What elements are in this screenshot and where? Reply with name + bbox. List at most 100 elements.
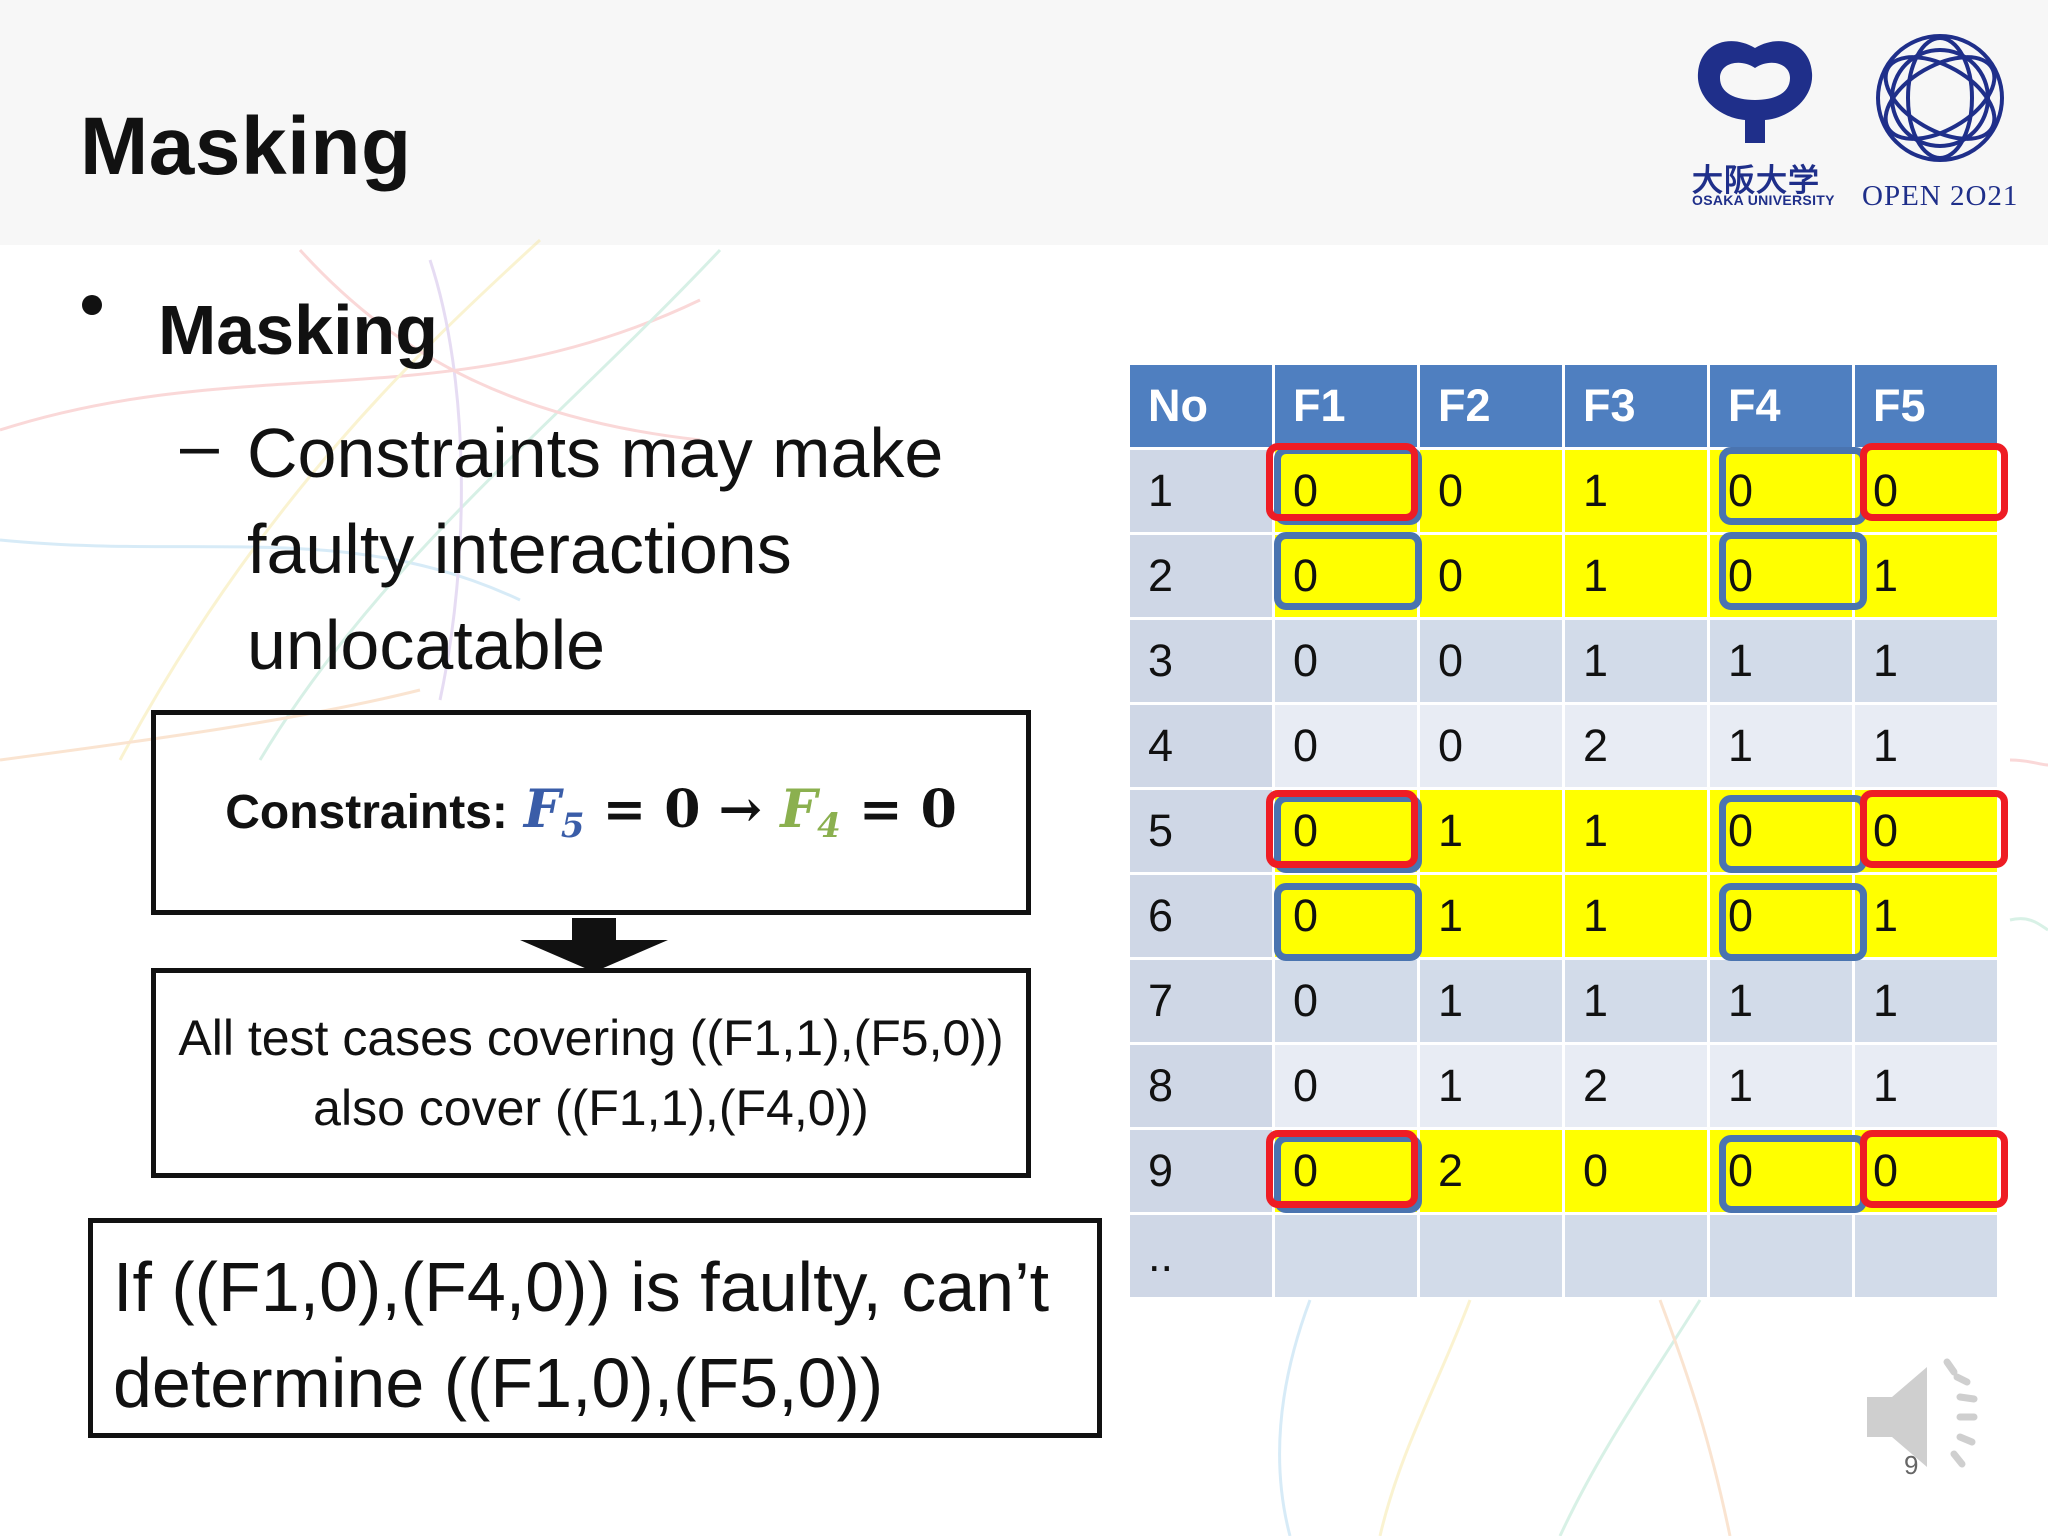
header-f3: F3: [1565, 365, 1707, 447]
cell-f1: 0: [1275, 960, 1417, 1042]
conclusion-line: If ((F1,0),(F4,0)) is faulty, can’t: [113, 1248, 1050, 1326]
result-line: also cover ((F1,1),(F4,0)): [313, 1080, 869, 1136]
cell-f4: [1710, 1215, 1852, 1297]
test-case-table: No F1 F2 F3 F4 F5 1 0 0 1 0 0 2 0 0 1 0 …: [1127, 362, 2000, 1300]
blue-mark: [1719, 1135, 1867, 1213]
constraint-formula: F5 = 0 → F4 = 0: [524, 779, 957, 846]
cell-f4: 1: [1710, 620, 1852, 702]
cell-no: 9: [1130, 1130, 1272, 1212]
bullet-heading: Masking: [158, 291, 439, 369]
sub-bullet-line: Constraints may make: [247, 414, 944, 492]
red-mark: [1860, 443, 2008, 521]
red-mark: [1266, 1130, 1418, 1208]
f4-symbol: F: [780, 779, 818, 840]
cell-no: ..: [1130, 1215, 1272, 1297]
result-line: All test cases covering ((F1,1),(F5,0)): [178, 1010, 1004, 1066]
cell-f5: 1: [1855, 535, 1997, 617]
table-row: 7 0 1 1 1 1: [1130, 960, 1997, 1042]
red-mark: [1266, 790, 1418, 868]
result-box: All test cases covering ((F1,1),(F5,0)) …: [151, 968, 1031, 1178]
table-header-row: No F1 F2 F3 F4 F5: [1130, 365, 1997, 447]
header-f5: F5: [1855, 365, 1997, 447]
page-number: 9: [1904, 1450, 1919, 1480]
cell-f1: 0: [1275, 790, 1417, 872]
blue-mark: [1274, 447, 1422, 525]
blue-mark: [1719, 532, 1867, 610]
f4-subscript: 4: [817, 806, 841, 846]
cell-f4: 1: [1710, 1045, 1852, 1127]
header-f4: F4: [1710, 365, 1852, 447]
cell-f3: [1565, 1215, 1707, 1297]
cell-no: 5: [1130, 790, 1272, 872]
table-row: 3 0 0 1 1 1: [1130, 620, 1997, 702]
cell-f2: 1: [1420, 790, 1562, 872]
cell-f3: 1: [1565, 535, 1707, 617]
cell-f3: 1: [1565, 790, 1707, 872]
table-row: 9 0 2 0 0 0: [1130, 1130, 1997, 1212]
f5-symbol: F: [523, 779, 561, 840]
cell-f1: 0: [1275, 620, 1417, 702]
osaka-logo-en-text: OSAKA UNIVERSITY: [1692, 192, 1835, 208]
open-logo-text: OPEN 2O21: [1862, 180, 2019, 212]
osaka-university-logo-icon: [1697, 41, 1813, 143]
cell-f3: 1: [1565, 620, 1707, 702]
red-mark: [1860, 790, 2008, 868]
cell-f2: 1: [1420, 875, 1562, 957]
cell-f1: 0: [1275, 1130, 1417, 1212]
slide-title: Masking: [80, 101, 412, 192]
table-row: 5 0 1 1 0 0: [1130, 790, 1997, 872]
cell-f5: 1: [1855, 960, 1997, 1042]
blue-mark: [1274, 1135, 1422, 1213]
cell-no: 8: [1130, 1045, 1272, 1127]
cell-f1: [1275, 1215, 1417, 1297]
osaka-logo-jp-text: 大阪大学: [1692, 163, 1820, 198]
blue-mark: [1719, 795, 1867, 873]
cell-no: 6: [1130, 875, 1272, 957]
cell-f3: 1: [1565, 960, 1707, 1042]
cell-f3: 1: [1565, 450, 1707, 532]
cell-f2: 1: [1420, 960, 1562, 1042]
sub-bullet-text: Constraints may make faulty interactions…: [247, 405, 1027, 693]
cell-f2: 0: [1420, 450, 1562, 532]
table-row: 8 0 1 2 1 1: [1130, 1045, 1997, 1127]
blue-mark: [1274, 532, 1422, 610]
cell-no: 4: [1130, 705, 1272, 787]
cell-f5: 1: [1855, 620, 1997, 702]
cell-f2: 0: [1420, 705, 1562, 787]
cell-f4: 1: [1710, 705, 1852, 787]
constraint-label: Constraints:: [225, 786, 508, 839]
cell-f4: 0: [1710, 1130, 1852, 1212]
cell-f4: 0: [1710, 790, 1852, 872]
cell-f5: 1: [1855, 1045, 1997, 1127]
cell-f5: 0: [1855, 790, 1997, 872]
cell-f5: 1: [1855, 875, 1997, 957]
cell-f3: 0: [1565, 1130, 1707, 1212]
cell-no: 2: [1130, 535, 1272, 617]
table-row: ..: [1130, 1215, 1997, 1297]
sub-bullet-line: unlocatable: [247, 606, 606, 684]
header-no: No: [1130, 365, 1272, 447]
header-f2: F2: [1420, 365, 1562, 447]
cell-f3: 2: [1565, 1045, 1707, 1127]
cell-no: 7: [1130, 960, 1272, 1042]
blue-mark: [1719, 883, 1867, 961]
constraint-box: Constraints: F5 = 0 → F4 = 0: [151, 710, 1031, 915]
cell-f2: 1: [1420, 1045, 1562, 1127]
conclusion-line: determine ((F1,0),(F5,0)): [113, 1344, 884, 1422]
red-mark: [1860, 1130, 2008, 1208]
blue-mark: [1719, 447, 1867, 525]
table-row: 4 0 0 2 1 1: [1130, 705, 1997, 787]
f5-subscript: 5: [560, 806, 585, 846]
sub-bullet-line: faulty interactions: [247, 510, 792, 588]
cell-f4: 1: [1710, 960, 1852, 1042]
bullet-dot-icon: [82, 295, 102, 315]
formula-implication: = 0 →: [602, 779, 763, 840]
cell-f5: [1855, 1215, 1997, 1297]
speaker-icon[interactable]: [1862, 1352, 1992, 1482]
cell-f2: 0: [1420, 620, 1562, 702]
header-f1: F1: [1275, 365, 1417, 447]
formula-equals: = 0: [858, 779, 957, 840]
cell-f2: 2: [1420, 1130, 1562, 1212]
sub-bullet-dash: –: [180, 406, 219, 484]
